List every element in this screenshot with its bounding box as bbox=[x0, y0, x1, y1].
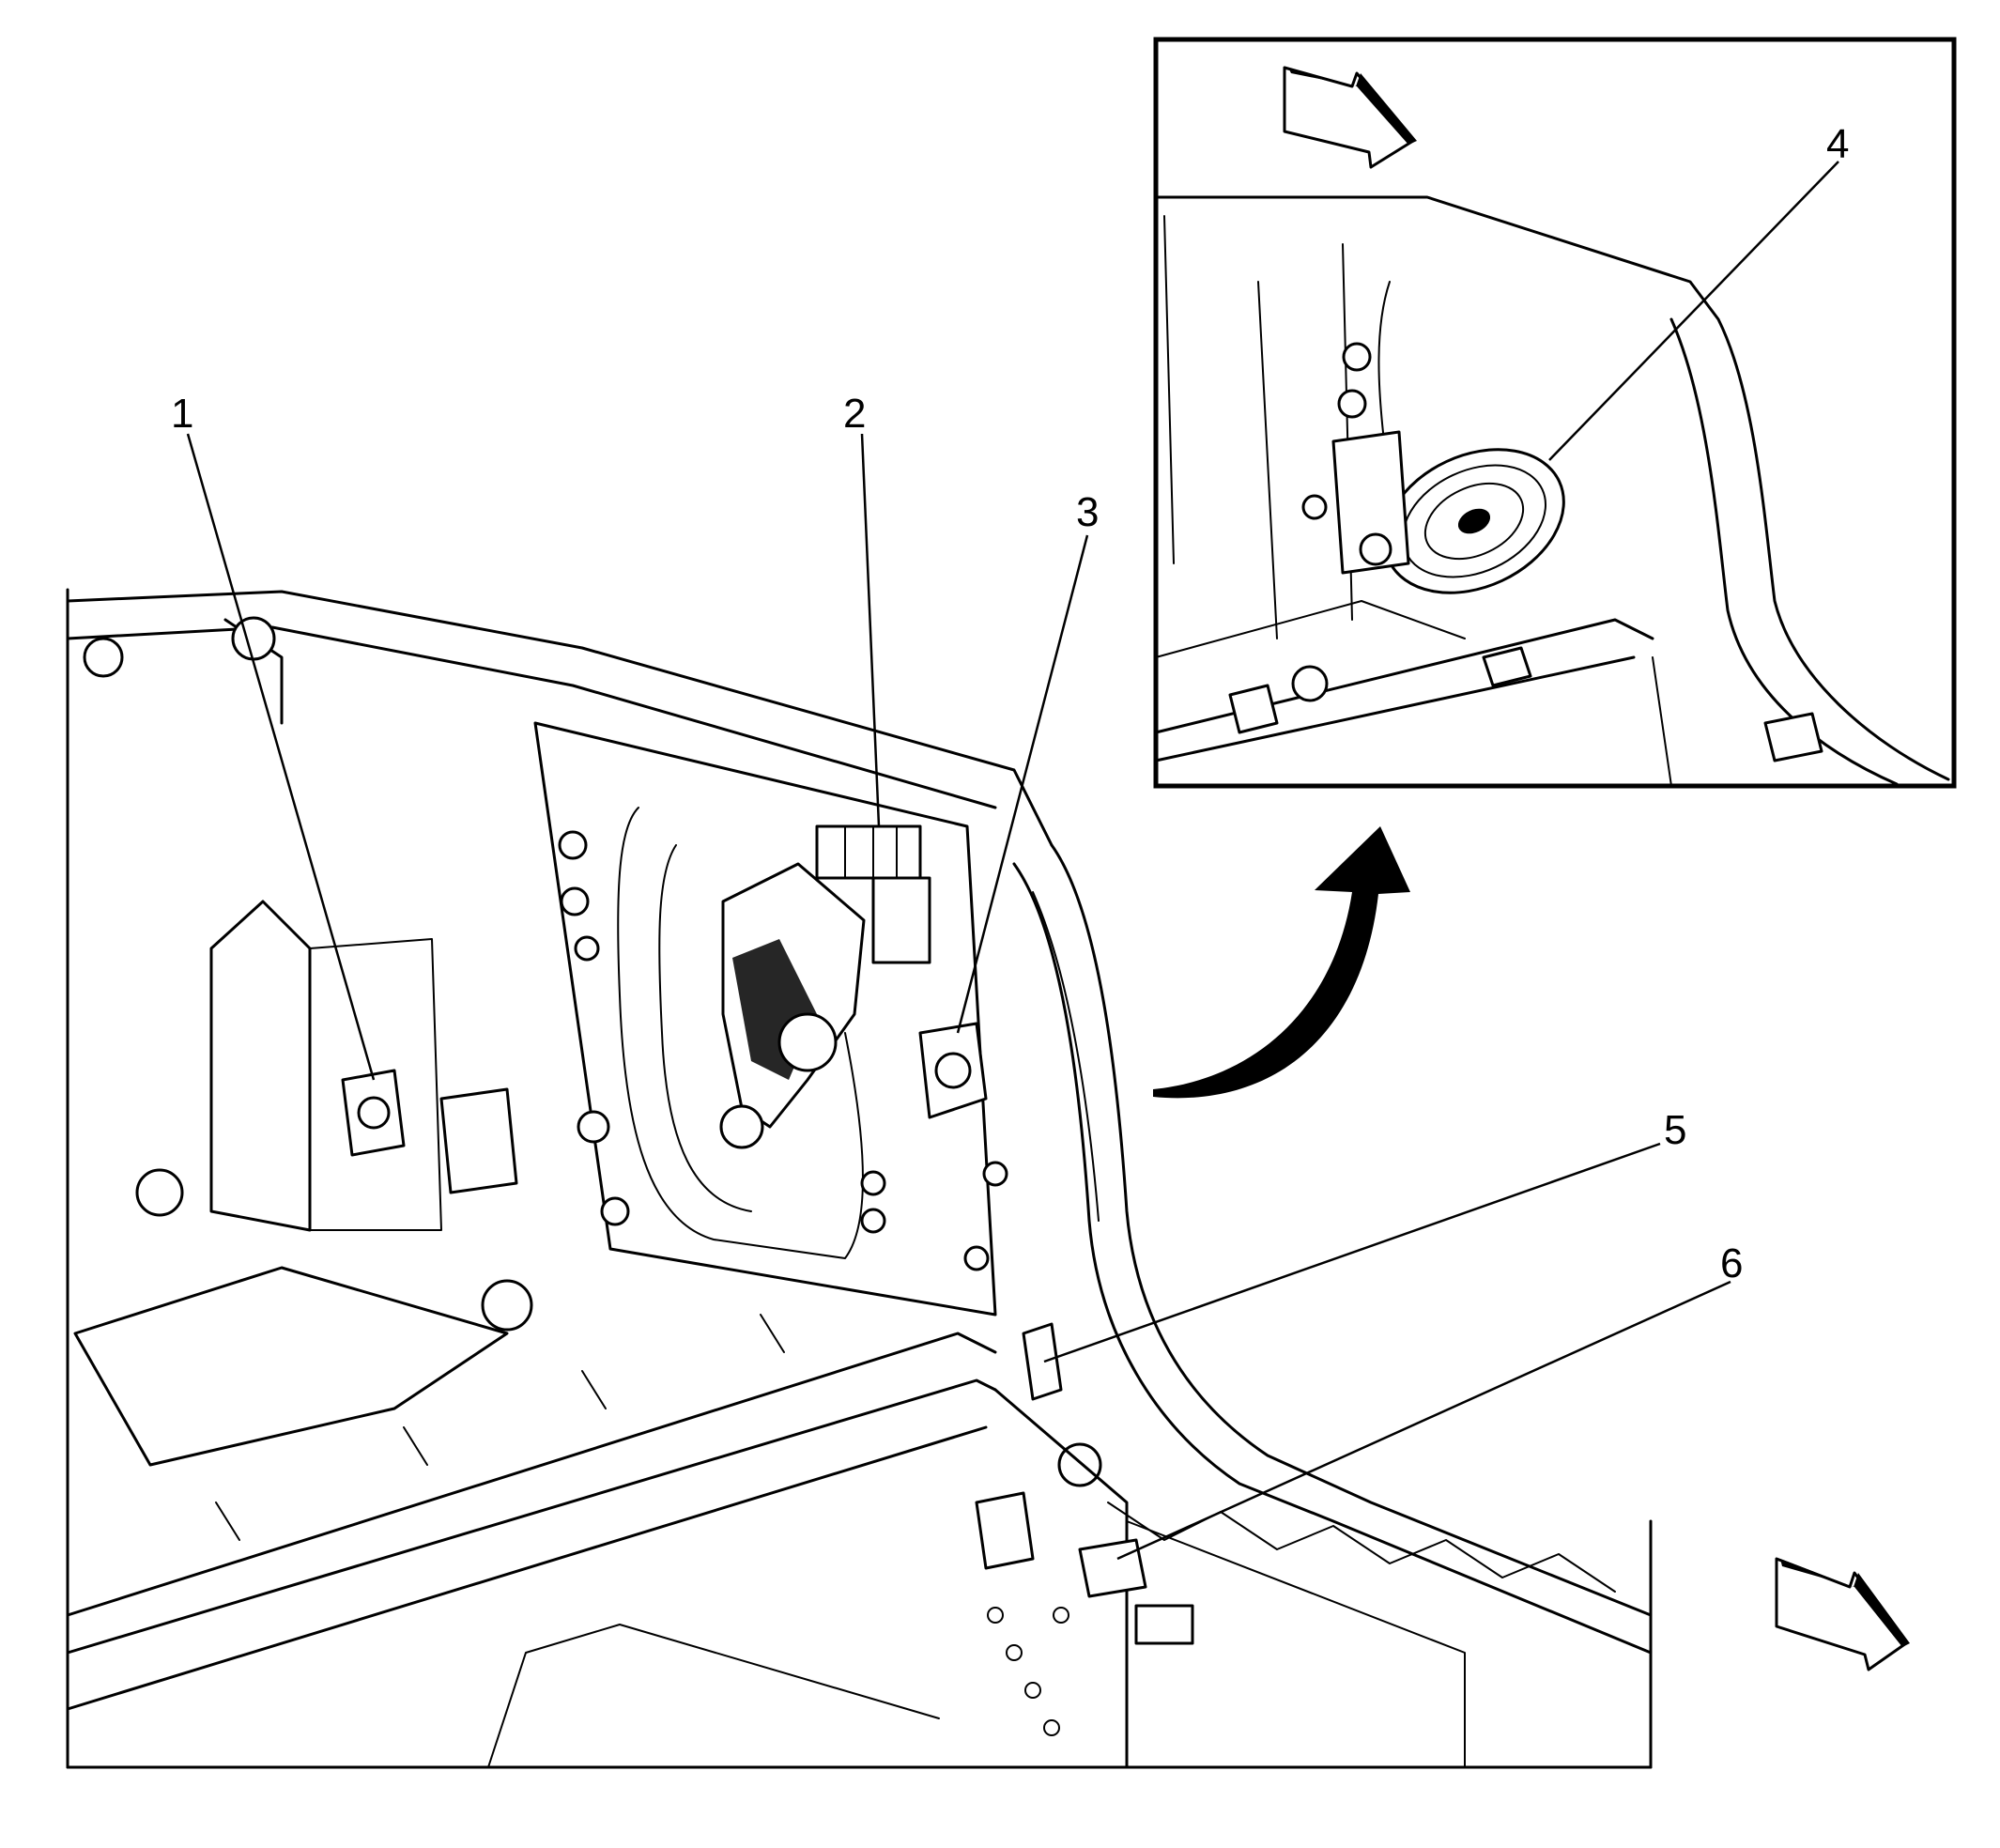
callout-3: 3 bbox=[1076, 489, 1099, 535]
callout-4: 4 bbox=[1826, 121, 1849, 167]
curved-detail-arrow-icon bbox=[1153, 826, 1410, 1099]
detail-inset bbox=[1153, 37, 1957, 789]
callout-2: 2 bbox=[843, 391, 866, 437]
leader-lines bbox=[186, 161, 1839, 1561]
callout-1: 1 bbox=[171, 391, 193, 437]
direction-arrow-icon bbox=[1283, 66, 1417, 169]
callout-5: 5 bbox=[1664, 1107, 1686, 1153]
direction-arrow-icon bbox=[1775, 1557, 1910, 1671]
callout-6: 6 bbox=[1720, 1240, 1743, 1286]
